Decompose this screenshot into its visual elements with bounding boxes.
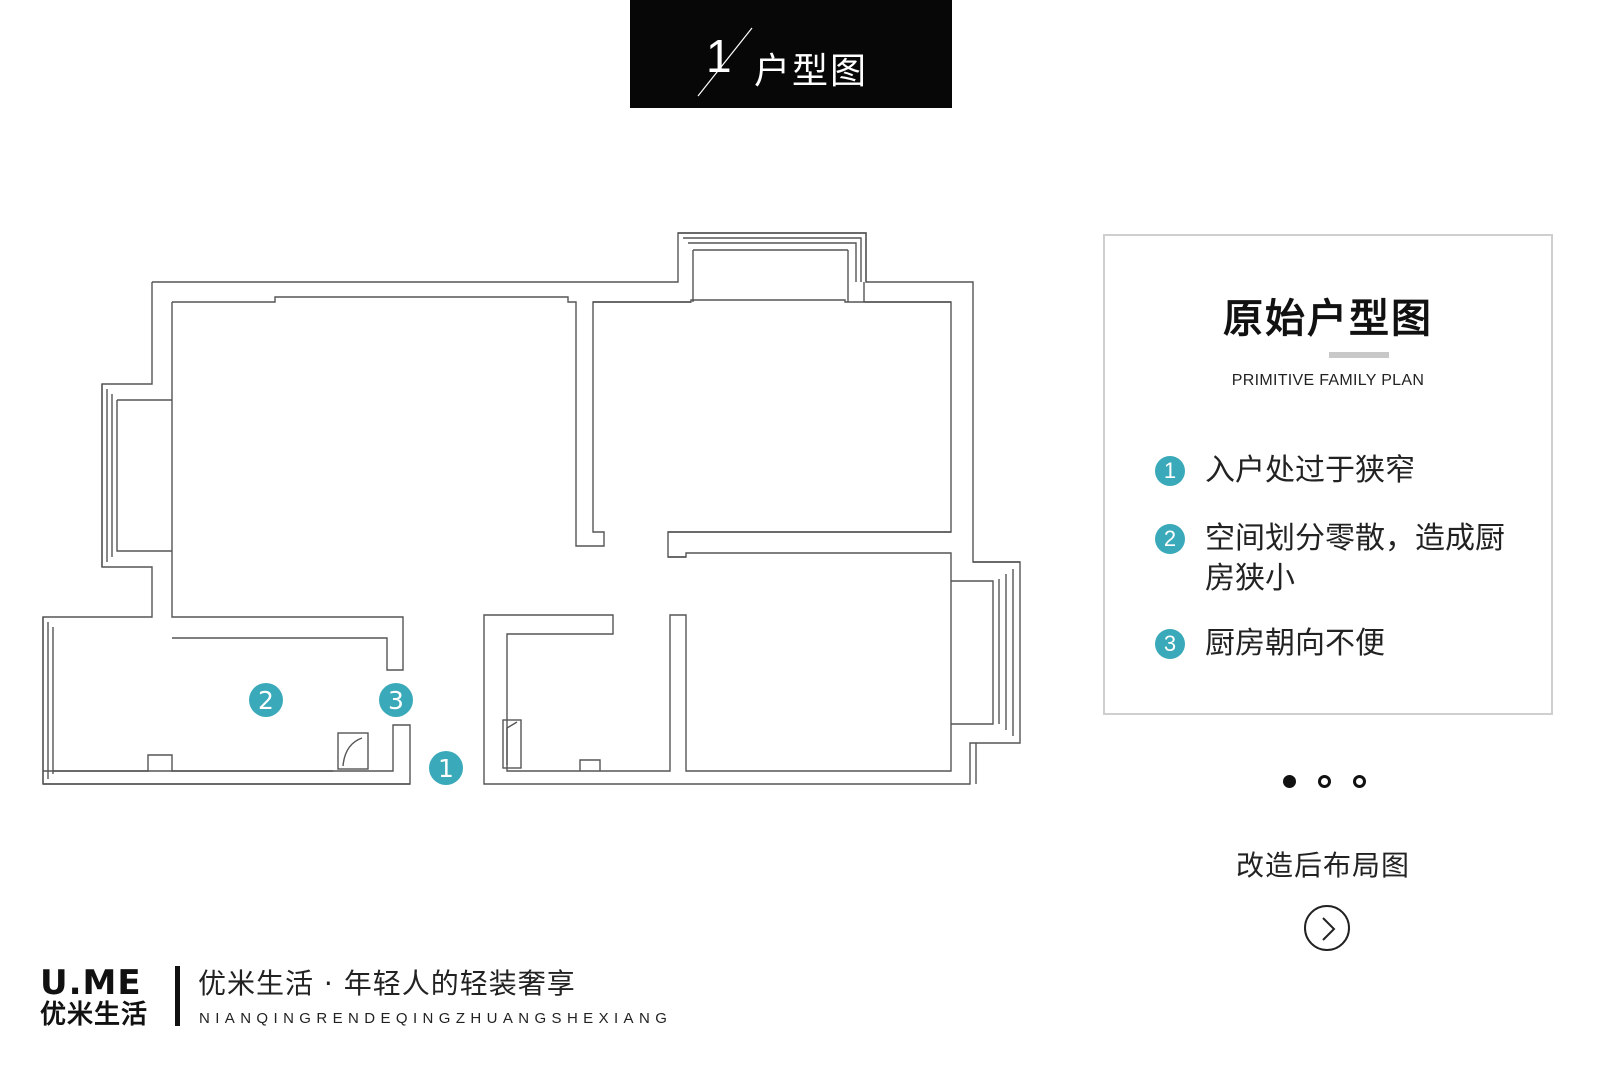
header-number: 1 [706, 30, 732, 82]
svg-text:3: 3 [388, 686, 404, 715]
left-wall [42, 282, 411, 785]
issue-item: 2 空间划分零散，造成厨房狭小 [1155, 519, 1505, 599]
pager-dot-2[interactable] [1318, 775, 1331, 788]
footer-divider [175, 966, 180, 1026]
brand-logo-bottom: 优米生活 [40, 1000, 149, 1030]
next-layout-label[interactable]: 改造后布局图 [1236, 849, 1411, 882]
footer-slogan: 优米生活 · 年轻人的轻装奢享 [198, 967, 576, 1000]
marker-3: 3 [379, 683, 413, 717]
issue-text: 空间划分零散，造成厨房狭小 [1205, 521, 1505, 596]
issue-number-badge: 2 [1155, 524, 1185, 554]
next-button[interactable] [1304, 905, 1350, 951]
slide-pager [1283, 775, 1366, 788]
issue-item: 1 入户处过于狭窄 [1155, 451, 1505, 491]
info-card: 原始户型图 PRIMITIVE FAMILY PLAN 1 入户处过于狭窄 2 … [1103, 234, 1553, 715]
header-title: 户型图 [754, 51, 869, 92]
header-tab: 1 户型图 [630, 0, 952, 108]
issue-text: 入户处过于狭窄 [1205, 453, 1415, 488]
pager-dot-3[interactable] [1353, 775, 1366, 788]
issue-number-badge: 3 [1155, 629, 1185, 659]
issue-number-badge: 1 [1155, 456, 1185, 486]
title-divider [1329, 352, 1389, 358]
svg-text:2: 2 [258, 686, 274, 715]
top-balcony [678, 232, 867, 302]
brand-logo-top: U.ME [40, 963, 142, 1003]
header-number-graphic: 1 [697, 27, 753, 97]
left-window [101, 384, 172, 567]
lower-balcony [42, 617, 410, 785]
marker-1: 1 [429, 751, 463, 785]
card-title: 原始户型图 [1223, 296, 1433, 342]
card-subtitle: PRIMITIVE FAMILY PLAN [1231, 372, 1425, 389]
chevron-right-icon [1322, 917, 1336, 941]
issue-text: 厨房朝向不便 [1205, 626, 1385, 661]
brand-logo: U.ME 优米生活 [40, 966, 160, 1030]
right-window [951, 561, 1020, 736]
pager-dot-1[interactable] [1283, 775, 1296, 788]
svg-text:1: 1 [438, 754, 454, 783]
marker-2: 2 [249, 683, 283, 717]
issue-item: 3 厨房朝向不便 [1155, 624, 1505, 664]
footer-pinyin: NIANQINGRENDEQINGZHUANGSHEXIANG [199, 1010, 673, 1027]
